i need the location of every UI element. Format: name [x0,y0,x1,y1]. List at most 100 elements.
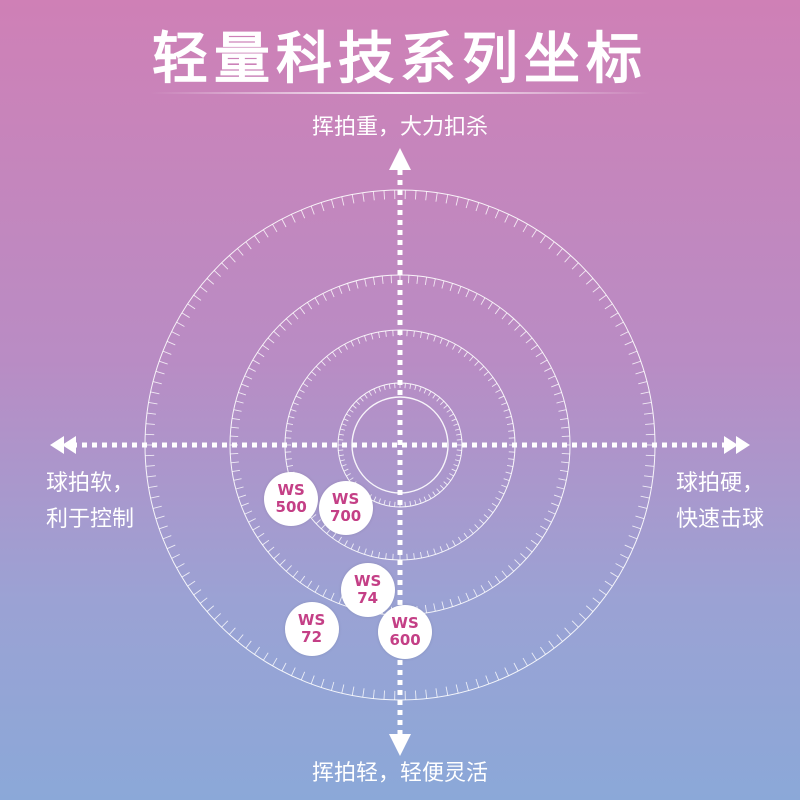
ring-tick [445,686,449,696]
ring-tick [383,190,386,200]
ring-tick [592,286,601,293]
ring-tick [508,458,515,460]
ring-tick [446,340,450,347]
ring-tick [458,347,463,354]
ring-tick [433,548,436,555]
ring-tick [233,478,242,481]
ring-tick [241,383,249,388]
ring-tick [479,365,485,371]
axis-label-right-line2: 快速击球 [675,507,764,532]
ring-tick [553,392,562,396]
ring-tick [238,392,247,396]
ring-tick [238,494,247,498]
ring-tick [487,302,493,310]
ring-tick [561,426,570,429]
ring-tick [632,525,641,530]
ring-tick [159,360,168,365]
ring-tick [453,464,459,467]
ring-tick [291,214,296,223]
ring-tick [535,352,543,358]
ring-tick [306,377,313,382]
ring-tick [244,375,253,380]
ring-tick [248,518,256,523]
ring-tick [372,689,375,699]
ring-tick [465,289,470,298]
ring-tick [540,525,548,531]
axis-label-right: 球拍硬， 快速击球 [650,466,790,538]
ring-tick [285,318,292,325]
ring-tick [267,546,275,553]
ring-tick [245,640,252,649]
ring-tick [150,495,160,499]
ring-tick [540,235,546,244]
ring-tick [424,604,428,613]
product-badge-series: WS [331,489,360,508]
ring-tick [232,417,241,421]
ring-tick [273,553,280,560]
ring-tick [388,383,391,389]
ring-tick [535,532,543,538]
ring-tick [337,347,342,354]
ring-tick [279,559,286,566]
ring-tick [300,209,306,219]
ring-tick [235,400,244,404]
ring-tick [491,382,498,387]
ring-tick [241,502,249,507]
ring-tick [645,423,655,425]
ring-tick [571,620,579,628]
ring-tick [547,375,556,380]
ring-tick [644,475,654,478]
ring-tick [551,383,559,388]
ring-tick [383,690,386,700]
ring-tick [463,351,468,358]
ring-tick [598,589,607,596]
axis-label-right-line1: 球拍硬， [675,471,764,496]
product-badge-model: 74 [357,588,379,607]
ring-tick [433,278,436,287]
ring-tick [295,395,302,399]
ring-tick [439,546,443,553]
ring-tick [347,283,351,292]
ring-tick [344,540,348,546]
ring-tick [162,350,172,355]
ring-tick [506,464,514,467]
ring-tick [604,580,613,587]
ring-tick [441,280,445,289]
ring-tick [598,294,607,301]
ring-tick [378,551,381,559]
ring-tick [229,627,236,635]
ring-tick [642,485,652,488]
ring-tick [314,297,320,305]
ring-tick [446,477,452,481]
ring-tick [348,409,354,413]
ring-tick [531,229,538,238]
ring-tick [252,525,260,531]
ring-tick [332,532,337,539]
ring-tick [556,248,563,256]
ring-tick [520,330,527,337]
ring-tick [290,409,297,412]
ring-tick [359,397,364,402]
ring-tick [378,498,381,504]
ring-tick [385,553,387,560]
ring-tick [458,536,463,543]
ring-tick [413,553,415,560]
ring-tick [635,515,645,520]
ring-tick [320,360,326,366]
ring-tick [314,585,320,593]
ring-tick [441,601,445,610]
ring-tick [181,312,190,318]
ring-tick [315,519,321,525]
ring-tick [145,423,155,425]
ring-tick [187,580,196,587]
ring-tick [300,671,306,681]
ring-tick [522,657,528,667]
ring-tick [457,286,462,294]
ring-tick [229,255,236,263]
ring-tick [504,667,509,676]
ring-tick [425,689,428,699]
ring-tick [558,409,567,412]
axis-label-bottom: 挥拍轻，轻便灵活 [311,761,488,786]
